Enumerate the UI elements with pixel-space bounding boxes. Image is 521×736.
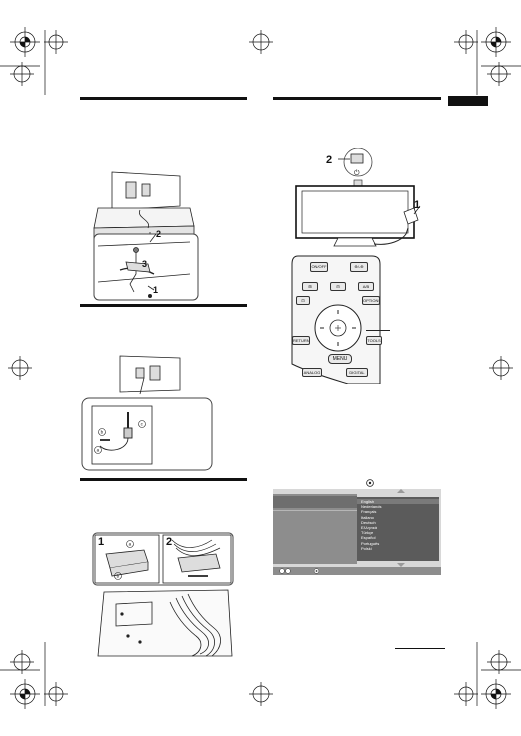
remote-button-on-off: ON/OFF xyxy=(310,262,328,272)
tv-power-drawing: ⏻ 2 1 xyxy=(295,147,421,247)
stand-label-3: 3 xyxy=(142,259,147,269)
remote-button-options: OPTIONS xyxy=(362,296,380,305)
language-item-polski[interactable]: Polski xyxy=(361,545,372,551)
clip-panel-2: 2 xyxy=(166,536,172,548)
remote-button-analog: ANALOG xyxy=(302,368,322,377)
remote-callout-line xyxy=(366,330,390,331)
menu-language-list: English Nederlands Français Italiano Deu… xyxy=(357,497,439,561)
remote-control-illustration: ON/OFF ⊕/-⊕ ⊞ ⊟ A/B ⊡ OPTIONS RETURN TOO… xyxy=(288,252,388,384)
language-item-portugues[interactable]: Português xyxy=(361,540,380,546)
stand-label-1: 1 xyxy=(153,285,158,295)
cable-connection-drawing: c b a xyxy=(81,355,213,471)
menu-footer-bar xyxy=(273,567,441,575)
continued-rule xyxy=(395,648,445,649)
menu-language-highlight xyxy=(357,499,439,504)
remote-menu-button: MENU xyxy=(328,354,352,364)
language-item-turkce[interactable]: Türkçe xyxy=(361,530,374,536)
clip-panel-1: 1 xyxy=(98,536,104,548)
clip-circle-b: b xyxy=(117,574,120,579)
enter-button-icon xyxy=(366,479,374,487)
section-rule-right xyxy=(273,97,441,100)
language-item-espanol[interactable]: Español xyxy=(361,535,376,541)
remote-button-input: ⊕/-⊕ xyxy=(350,262,368,272)
menu-scroll-down-icon xyxy=(397,563,405,567)
remote-button-b: ⊟ xyxy=(330,282,346,291)
language-item-nederlands[interactable]: Nederlands xyxy=(361,504,382,510)
remote-button-digital: DIGITAL xyxy=(346,368,368,377)
section-rule-left-1 xyxy=(80,97,247,100)
remote-button-c: A/B xyxy=(358,282,374,291)
chapter-tab-marker xyxy=(448,96,488,106)
language-item-francais[interactable]: Français xyxy=(361,509,377,515)
language-item-english[interactable]: English xyxy=(361,499,375,504)
cable-circle-c: c xyxy=(141,422,144,427)
language-item-greek[interactable]: Ελληνικά xyxy=(361,525,378,531)
cable-connection-illustration: c b a xyxy=(80,354,215,472)
step-1-label: 1 xyxy=(414,199,420,211)
step-2-label: 2 xyxy=(326,154,332,166)
language-item-italiano[interactable]: Italiano xyxy=(361,514,374,520)
cable-clip-drawing: a b 1 2 xyxy=(92,532,234,657)
remote-button-tools: TOOLS xyxy=(366,336,382,345)
section-rule-left-3 xyxy=(80,478,247,481)
menu-left-panel xyxy=(273,494,357,564)
menu-left-highlight xyxy=(273,496,357,508)
menu-footer-enter-icon xyxy=(313,568,320,574)
clip-circle-a: a xyxy=(129,542,132,547)
menu-language-items: English Nederlands Français Italiano Deu… xyxy=(361,499,381,551)
section-rule-left-2 xyxy=(80,304,247,307)
remote-button-a: ⊞ xyxy=(302,282,318,291)
stand-fixing-drawing: 2 3 1 xyxy=(93,171,199,301)
tv-power-illustration: ⏻ 2 1 xyxy=(290,147,440,250)
power-symbol-icon: ⏻ xyxy=(354,169,360,177)
cable-circle-b: b xyxy=(101,430,104,435)
menu-footer-arrows-icon xyxy=(279,568,291,574)
language-menu-screen: English Nederlands Français Italiano Deu… xyxy=(273,489,441,575)
remote-button-return: RETURN xyxy=(292,336,310,345)
language-item-deutsch[interactable]: Deutsch xyxy=(361,519,376,525)
remote-body xyxy=(291,255,381,384)
remote-button-d: ⊡ xyxy=(296,296,310,305)
cable-circle-a: a xyxy=(97,448,100,453)
stand-label-2: 2 xyxy=(156,229,161,239)
stand-fixing-illustration: 2 3 1 xyxy=(90,170,200,302)
cable-clip-illustration: a b 1 2 xyxy=(92,532,234,658)
menu-left-divider xyxy=(273,510,357,511)
menu-scroll-up-icon xyxy=(397,489,405,493)
